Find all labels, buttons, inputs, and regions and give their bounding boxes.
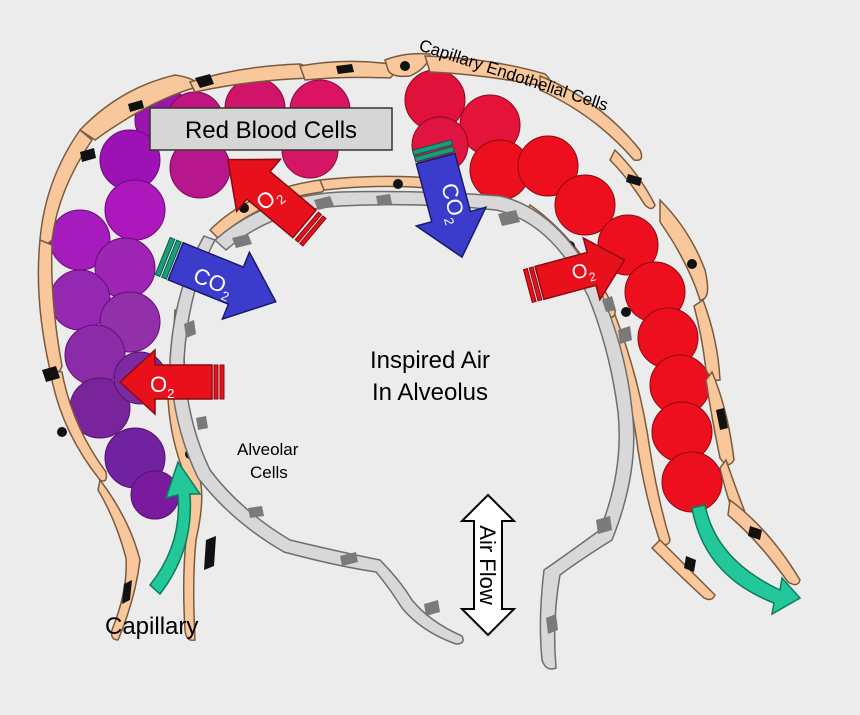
alveolar-cell bbox=[169, 235, 464, 645]
arrow-stripe bbox=[412, 139, 454, 156]
arrow-stripe bbox=[219, 364, 225, 400]
cell-nucleus bbox=[195, 74, 214, 88]
alveolar-nucleus bbox=[596, 516, 612, 534]
arrow-stripe bbox=[522, 267, 537, 304]
cell-nucleus bbox=[336, 64, 354, 74]
alveolar-nucleus bbox=[618, 326, 632, 344]
o2-label-lower-left: O2 bbox=[150, 372, 174, 401]
cell-nucleus bbox=[42, 366, 60, 382]
alveolar-nucleus bbox=[248, 506, 264, 518]
label-box bbox=[149, 107, 393, 151]
red-blood-cell bbox=[517, 135, 579, 197]
o2-arrow-upper-left bbox=[226, 158, 327, 247]
endothelial-cell bbox=[650, 538, 716, 601]
alveolar-nucleus bbox=[196, 416, 208, 430]
endothelial-cell bbox=[49, 369, 108, 482]
o2-arrow-lower-left bbox=[118, 348, 225, 416]
inspired-air-label-line2: In Alveolus bbox=[372, 379, 488, 406]
double-headed-arrow-icon bbox=[459, 493, 517, 637]
red-blood-cell bbox=[661, 451, 723, 513]
arrow-stripe bbox=[294, 211, 323, 243]
blood-flow-right-curved-arrow-icon bbox=[691, 504, 802, 616]
cell-nucleus bbox=[748, 526, 762, 540]
cell-nucleus bbox=[57, 427, 67, 437]
o2-arrow-right bbox=[522, 236, 626, 304]
red-blood-cell bbox=[554, 174, 616, 236]
cell-nucleus bbox=[716, 408, 728, 430]
co2-arrow-top bbox=[412, 139, 488, 259]
red-blood-cell bbox=[104, 179, 166, 241]
alveolar-nucleus bbox=[498, 210, 520, 226]
endothelial-cell bbox=[659, 198, 709, 301]
air-flow-arrow: Air Flow bbox=[459, 493, 517, 637]
arrow-stripe bbox=[528, 266, 543, 302]
endothelial-cell bbox=[727, 498, 801, 586]
endothelial-cell bbox=[318, 175, 433, 191]
alveolar-nucleus bbox=[602, 296, 616, 312]
arrow-stripe bbox=[413, 146, 455, 163]
arrow-stripe bbox=[161, 239, 182, 280]
arrow-stripe bbox=[299, 215, 327, 247]
alveolar-nucleus bbox=[184, 320, 196, 338]
co2-arrow-left bbox=[154, 236, 277, 321]
cell-nucleus bbox=[80, 148, 96, 162]
cell-nucleus bbox=[204, 536, 216, 570]
o2-label-right: O2 bbox=[569, 258, 598, 289]
red-blood-cells-label-box: Red Blood Cells bbox=[149, 107, 393, 151]
alveolar-nucleus bbox=[376, 194, 392, 206]
alveolar-nucleus bbox=[546, 614, 558, 634]
endothelial-cell bbox=[539, 74, 643, 162]
diffusion-arrow-icon bbox=[118, 348, 213, 416]
cell-nucleus bbox=[621, 307, 631, 317]
alveolar-nucleus bbox=[314, 196, 334, 210]
cell-nucleus bbox=[393, 179, 403, 189]
diffusion-arrow-icon bbox=[414, 152, 488, 259]
diffusion-arrow-icon bbox=[167, 241, 277, 321]
inspired-air-label-line1: Inspired Air bbox=[370, 347, 490, 374]
arrow-stripe bbox=[213, 364, 219, 400]
air-flow-label: Air Flow bbox=[475, 525, 500, 605]
cell-nucleus bbox=[400, 61, 410, 71]
alveolar-nucleus bbox=[232, 234, 252, 248]
alveolar-cells-label-line1: Alveolar bbox=[237, 440, 299, 459]
alveolar-nucleus bbox=[340, 552, 358, 566]
alveolar-nucleus bbox=[424, 600, 440, 616]
cell-nucleus bbox=[122, 580, 132, 604]
arrow-stripe bbox=[154, 236, 176, 278]
alveolar-cells-label-line2: Cells bbox=[250, 463, 288, 482]
cell-nucleus bbox=[684, 556, 696, 572]
cell-nucleus bbox=[687, 259, 697, 269]
alveolar-nuclei bbox=[184, 194, 632, 634]
capillary-label: Capillary bbox=[105, 613, 198, 640]
cell-nucleus bbox=[128, 100, 144, 112]
blood-flow-left-curved-arrow-icon bbox=[148, 460, 202, 596]
diffusion-arrow-icon bbox=[534, 236, 626, 302]
diffusion-arrow-icon bbox=[226, 158, 318, 239]
red-blood-cell bbox=[651, 401, 713, 463]
red-blood-cells-label: Red Blood Cells bbox=[185, 117, 357, 144]
cell-nucleus bbox=[626, 174, 642, 186]
